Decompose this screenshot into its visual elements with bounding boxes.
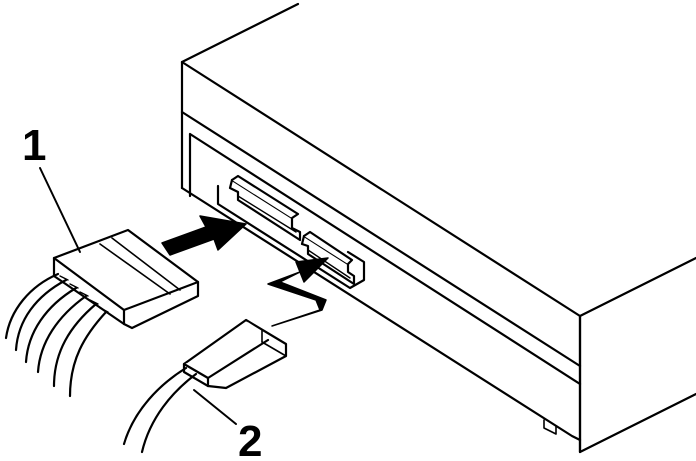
callout-1-number: 1 [22, 121, 46, 170]
drive-bottom-notch [543, 419, 557, 435]
drive-top-face [180, 2, 696, 318]
insertion-arrows [161, 215, 329, 327]
leader-line-2 [193, 389, 237, 425]
callout-2-number: 2 [238, 417, 262, 461]
drive-side-face [578, 314, 696, 454]
callout-leaders [39, 167, 237, 425]
cable-1-wires [4, 272, 108, 398]
cable-2-connector [122, 318, 288, 454]
cable-1-connector [4, 228, 200, 398]
drive-sata-ports [216, 174, 366, 290]
port-housing [216, 184, 366, 290]
sata-data-port [228, 178, 302, 242]
leader-line-1 [39, 167, 81, 253]
arrow-to-data-port [161, 215, 247, 256]
cable-2-wires [122, 366, 198, 454]
arrow-to-power-port [267, 257, 329, 327]
drive-panel-lines [180, 110, 582, 442]
optical-drive [180, 2, 696, 454]
